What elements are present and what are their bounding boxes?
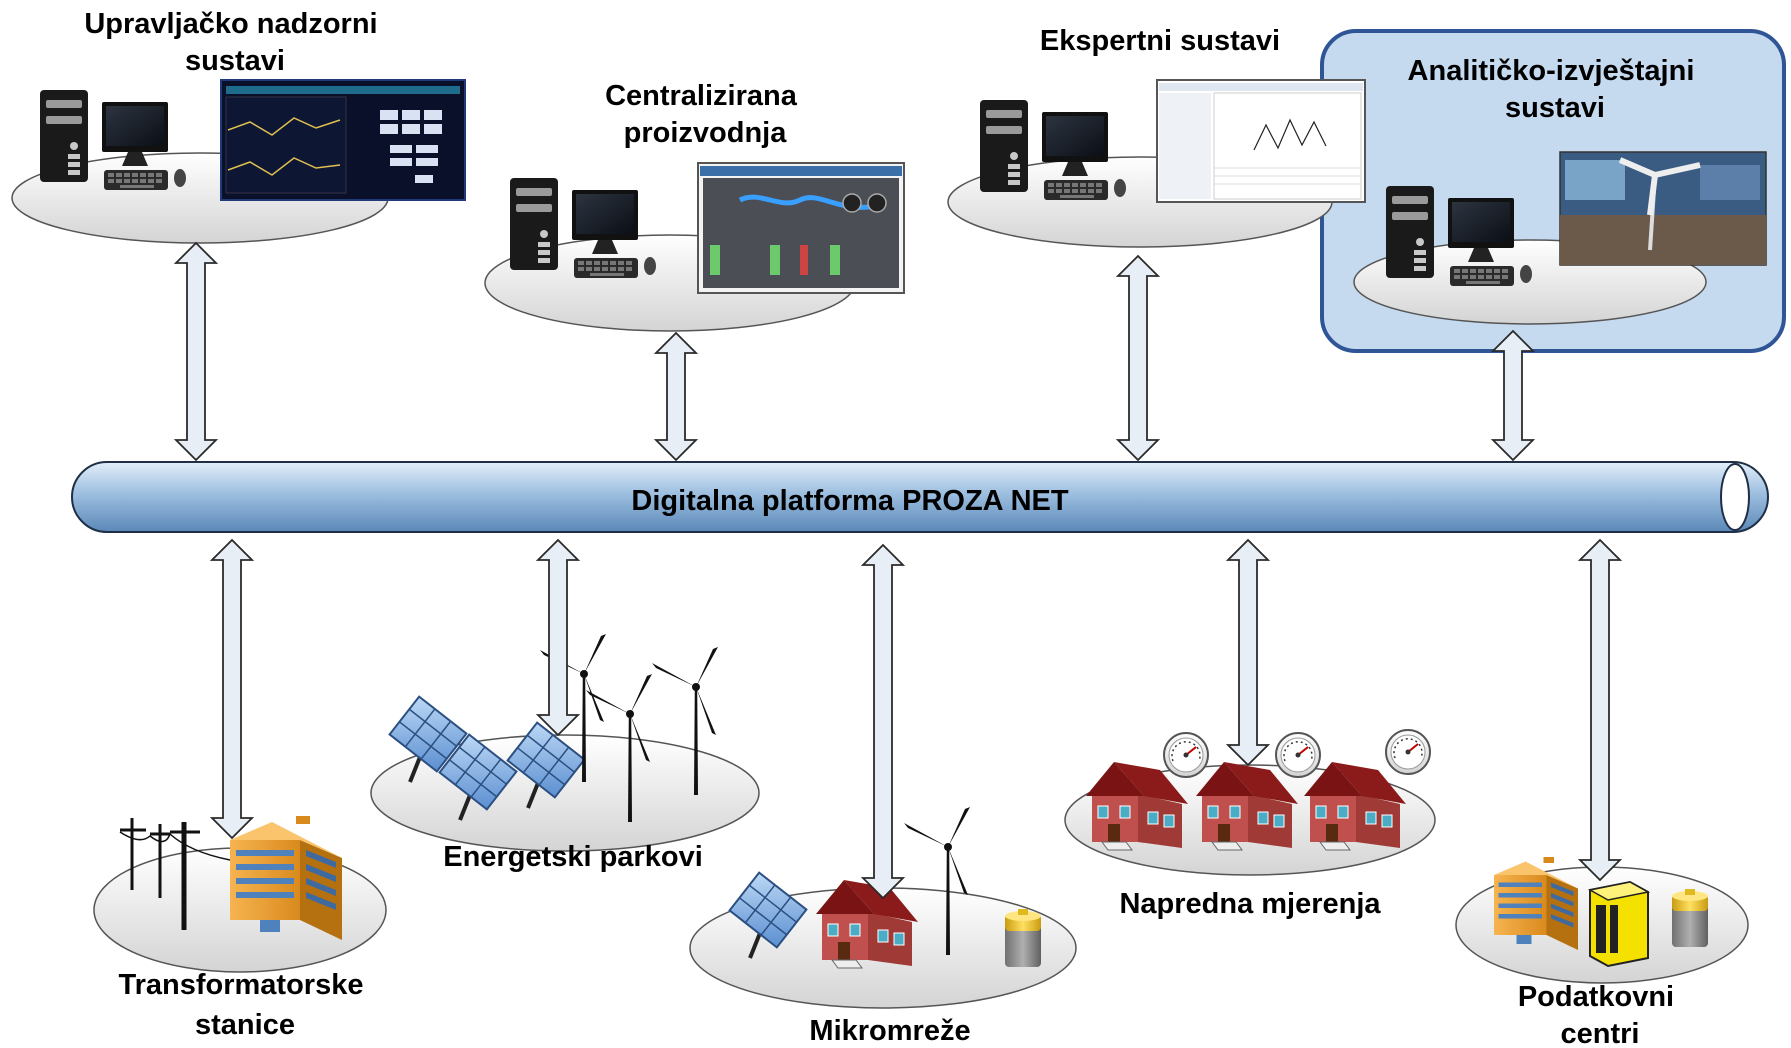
- node-energetski: Energetski parkovi: [370, 634, 760, 873]
- production-screenshot: [697, 162, 905, 294]
- node-ekspertni: Ekspertni sustavi: [947, 25, 1366, 248]
- label-transformatorske: Transformatorske stanice: [118, 969, 371, 1041]
- arrow-energetski: [535, 538, 581, 737]
- scada-screenshot: [220, 79, 466, 201]
- platform-label: Digitalna platforma PROZA NET: [631, 485, 1068, 517]
- node-centralizirana: Centralizirana proizvodnja: [484, 80, 905, 332]
- expert-screenshot: [1156, 79, 1366, 203]
- arrow-upravljacko: [173, 241, 219, 462]
- node-podatkovni: Podatkovni centri: [1455, 857, 1749, 1048]
- arrow-centralizirana: [653, 331, 699, 462]
- meter-icon: [1275, 732, 1321, 778]
- arrow-napredna: [1225, 538, 1271, 767]
- arrow-layer: [173, 241, 1623, 900]
- battery-icon: [1005, 909, 1041, 967]
- arrow-mikromreze: [860, 543, 906, 900]
- label-centralizirana: Centralizirana proizvodnja: [605, 80, 805, 149]
- computer-icon: [1386, 186, 1532, 286]
- meter-icon: [1163, 732, 1209, 778]
- arrow-ekspertni: [1115, 254, 1161, 462]
- power-pole-icon: [119, 818, 231, 930]
- platform-bus: Digitalna platforma PROZA NET: [71, 461, 1769, 533]
- node-mikromreze: Mikromreže: [689, 807, 1077, 1047]
- node-napredna: Napredna mjerenja: [1064, 729, 1436, 920]
- node-analiticko: Analitičko-izvještajni sustavi: [1353, 55, 1767, 325]
- meter-icon: [1385, 729, 1431, 775]
- computer-icon: [40, 90, 186, 190]
- arrow-analiticko: [1490, 329, 1536, 462]
- control-room-photo: [1559, 151, 1767, 266]
- node-transformatorske: Transformatorske stanice: [93, 816, 387, 1041]
- label-upravljacko: Upravljačko nadzorni sustavi: [84, 8, 385, 77]
- label-analiticko: Analitičko-izvještajni sustavi: [1408, 55, 1703, 124]
- server-icon: [1587, 880, 1651, 968]
- computer-icon: [510, 178, 656, 278]
- arrow-podatkovni: [1577, 538, 1623, 882]
- label-mikromreze: Mikromreže: [809, 1015, 970, 1047]
- battery-icon: [1672, 889, 1708, 947]
- arrow-transformatorske: [209, 538, 255, 840]
- label-napredna: Napredna mjerenja: [1119, 888, 1381, 920]
- label-energetski: Energetski parkovi: [443, 841, 703, 873]
- node-upravljacko: Upravljačko nadzorni sustavi: [11, 8, 466, 244]
- label-podatkovni: Podatkovni centri: [1518, 981, 1682, 1048]
- label-ekspertni: Ekspertni sustavi: [1040, 25, 1280, 57]
- computer-icon: [980, 100, 1126, 200]
